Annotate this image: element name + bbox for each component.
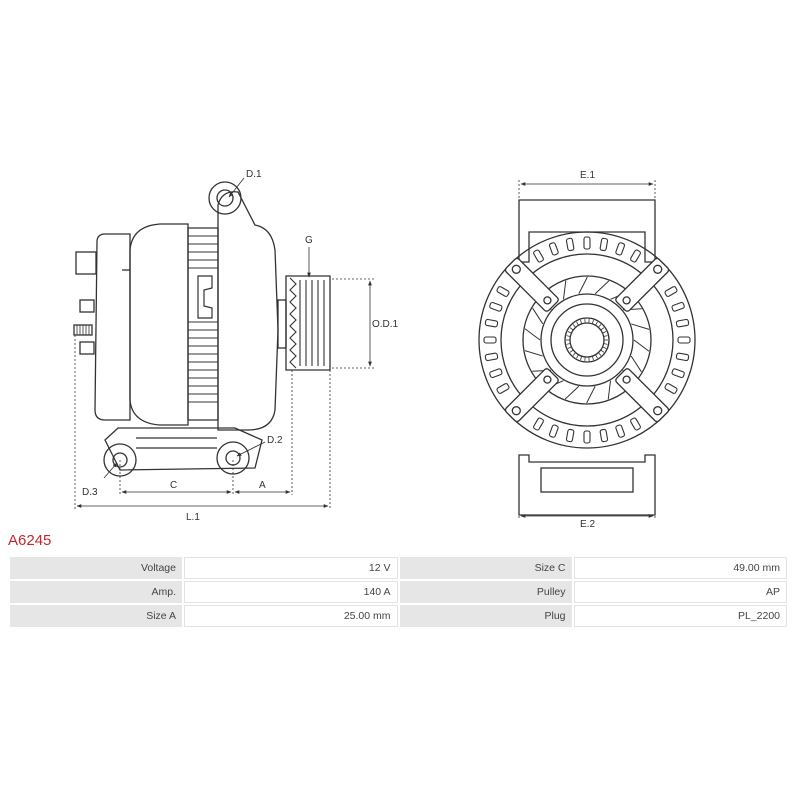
front-top-mount — [518, 199, 656, 263]
label-c: C — [170, 480, 177, 491]
rear-cover — [94, 233, 131, 421]
fan-blade — [631, 323, 650, 330]
label-d3: D.3 — [82, 487, 98, 498]
ring-slot — [548, 242, 559, 256]
side-view-dimensions — [74, 177, 375, 510]
front-bottom-mount — [518, 454, 656, 516]
rear-terminal-mid — [79, 299, 95, 313]
ring-slot — [548, 424, 559, 438]
fan-blade — [532, 307, 544, 325]
mount-foot — [104, 427, 263, 471]
fan-blade — [633, 339, 650, 352]
fan — [522, 275, 652, 405]
shaft — [277, 299, 287, 349]
label-e2: E.2 — [580, 519, 595, 530]
label-d2: D.2 — [267, 435, 283, 446]
alternator-front-view — [478, 199, 696, 516]
ring-slot — [565, 237, 575, 252]
mount-ear-top — [208, 181, 242, 215]
front-outer-ring — [478, 231, 696, 449]
label-l1: L.1 — [186, 512, 200, 523]
spec-value: AP — [573, 581, 787, 603]
ring-slot — [675, 318, 690, 328]
fan-blade — [524, 350, 543, 357]
part-code: A6245 — [8, 532, 52, 549]
fan-blade — [578, 276, 588, 294]
hub — [540, 293, 634, 387]
ring-slot — [583, 430, 591, 444]
ring-slot — [630, 417, 641, 431]
ring-slot — [489, 368, 503, 379]
bolt-hole — [622, 296, 631, 305]
rear-terminal-low — [79, 341, 95, 355]
spec-value: 140 A — [184, 581, 398, 603]
fan-blade — [524, 328, 541, 341]
spec-value: 12 V — [184, 557, 398, 579]
fan-blade — [607, 380, 611, 400]
bolt-hole — [543, 375, 552, 384]
spec-label: Amp. — [10, 581, 182, 603]
ring-slot — [615, 242, 626, 256]
alternator-side-view — [73, 181, 331, 477]
bolt-hole — [653, 264, 663, 274]
alternator-technical-drawing: D.1 G O.D.1 D.2 D.3 C A L.1 E.1 E.2 — [73, 169, 696, 530]
fan-blade — [586, 386, 596, 404]
ring-slot — [533, 417, 544, 431]
ring-slot — [583, 236, 591, 250]
cross-bar — [504, 368, 559, 423]
spec-label: Pulley — [399, 581, 572, 603]
ring-slot — [615, 424, 626, 438]
stator — [187, 227, 219, 421]
spec-label: Size C — [399, 557, 572, 579]
ring-slot — [671, 301, 685, 312]
fan-blade — [563, 280, 567, 300]
ring-slot — [664, 286, 678, 297]
spec-label: Voltage — [10, 557, 182, 579]
spec-label: Plug — [399, 605, 572, 627]
bolt-hole — [653, 406, 663, 416]
ring-slot — [533, 249, 544, 263]
ring-slot — [599, 237, 609, 252]
ring-slot — [675, 352, 690, 362]
label-od1: O.D.1 — [372, 319, 399, 330]
bolt-hole — [543, 296, 552, 305]
ring-slot — [671, 368, 685, 379]
fan-blade — [564, 385, 580, 400]
spec-value: 49.00 mm — [573, 557, 787, 579]
ring-slot — [599, 428, 609, 443]
cross-bar — [615, 257, 670, 312]
bolt-hole — [511, 406, 521, 416]
ring-slot — [484, 318, 499, 328]
ring-slot — [677, 336, 691, 344]
ring-slot — [484, 352, 499, 362]
ring-slot — [496, 383, 510, 394]
fan-blade — [630, 355, 642, 373]
spec-value: 25.00 mm — [184, 605, 398, 627]
fan-blade — [594, 280, 610, 295]
bolt-hole — [622, 375, 631, 384]
label-d1: D.1 — [246, 169, 262, 180]
spec-label: Size A — [10, 605, 182, 627]
ring-slot — [565, 428, 575, 443]
spec-value: PL_2200 — [573, 605, 787, 627]
cross-bar — [504, 257, 559, 312]
bolt-hole — [511, 264, 521, 274]
label-e1: E.1 — [580, 170, 595, 181]
ring-slot — [489, 301, 503, 312]
cross-bar — [615, 368, 670, 423]
rear-terminal-top — [75, 251, 97, 275]
rear-housing — [129, 223, 189, 426]
label-g: G — [305, 235, 313, 246]
ring-slot — [496, 286, 510, 297]
ring-slot — [664, 383, 678, 394]
front-housing — [217, 191, 279, 431]
ring-slot — [483, 336, 497, 344]
front-view-dimensions — [518, 180, 656, 520]
label-a: A — [259, 480, 266, 491]
ring-slot — [630, 249, 641, 263]
